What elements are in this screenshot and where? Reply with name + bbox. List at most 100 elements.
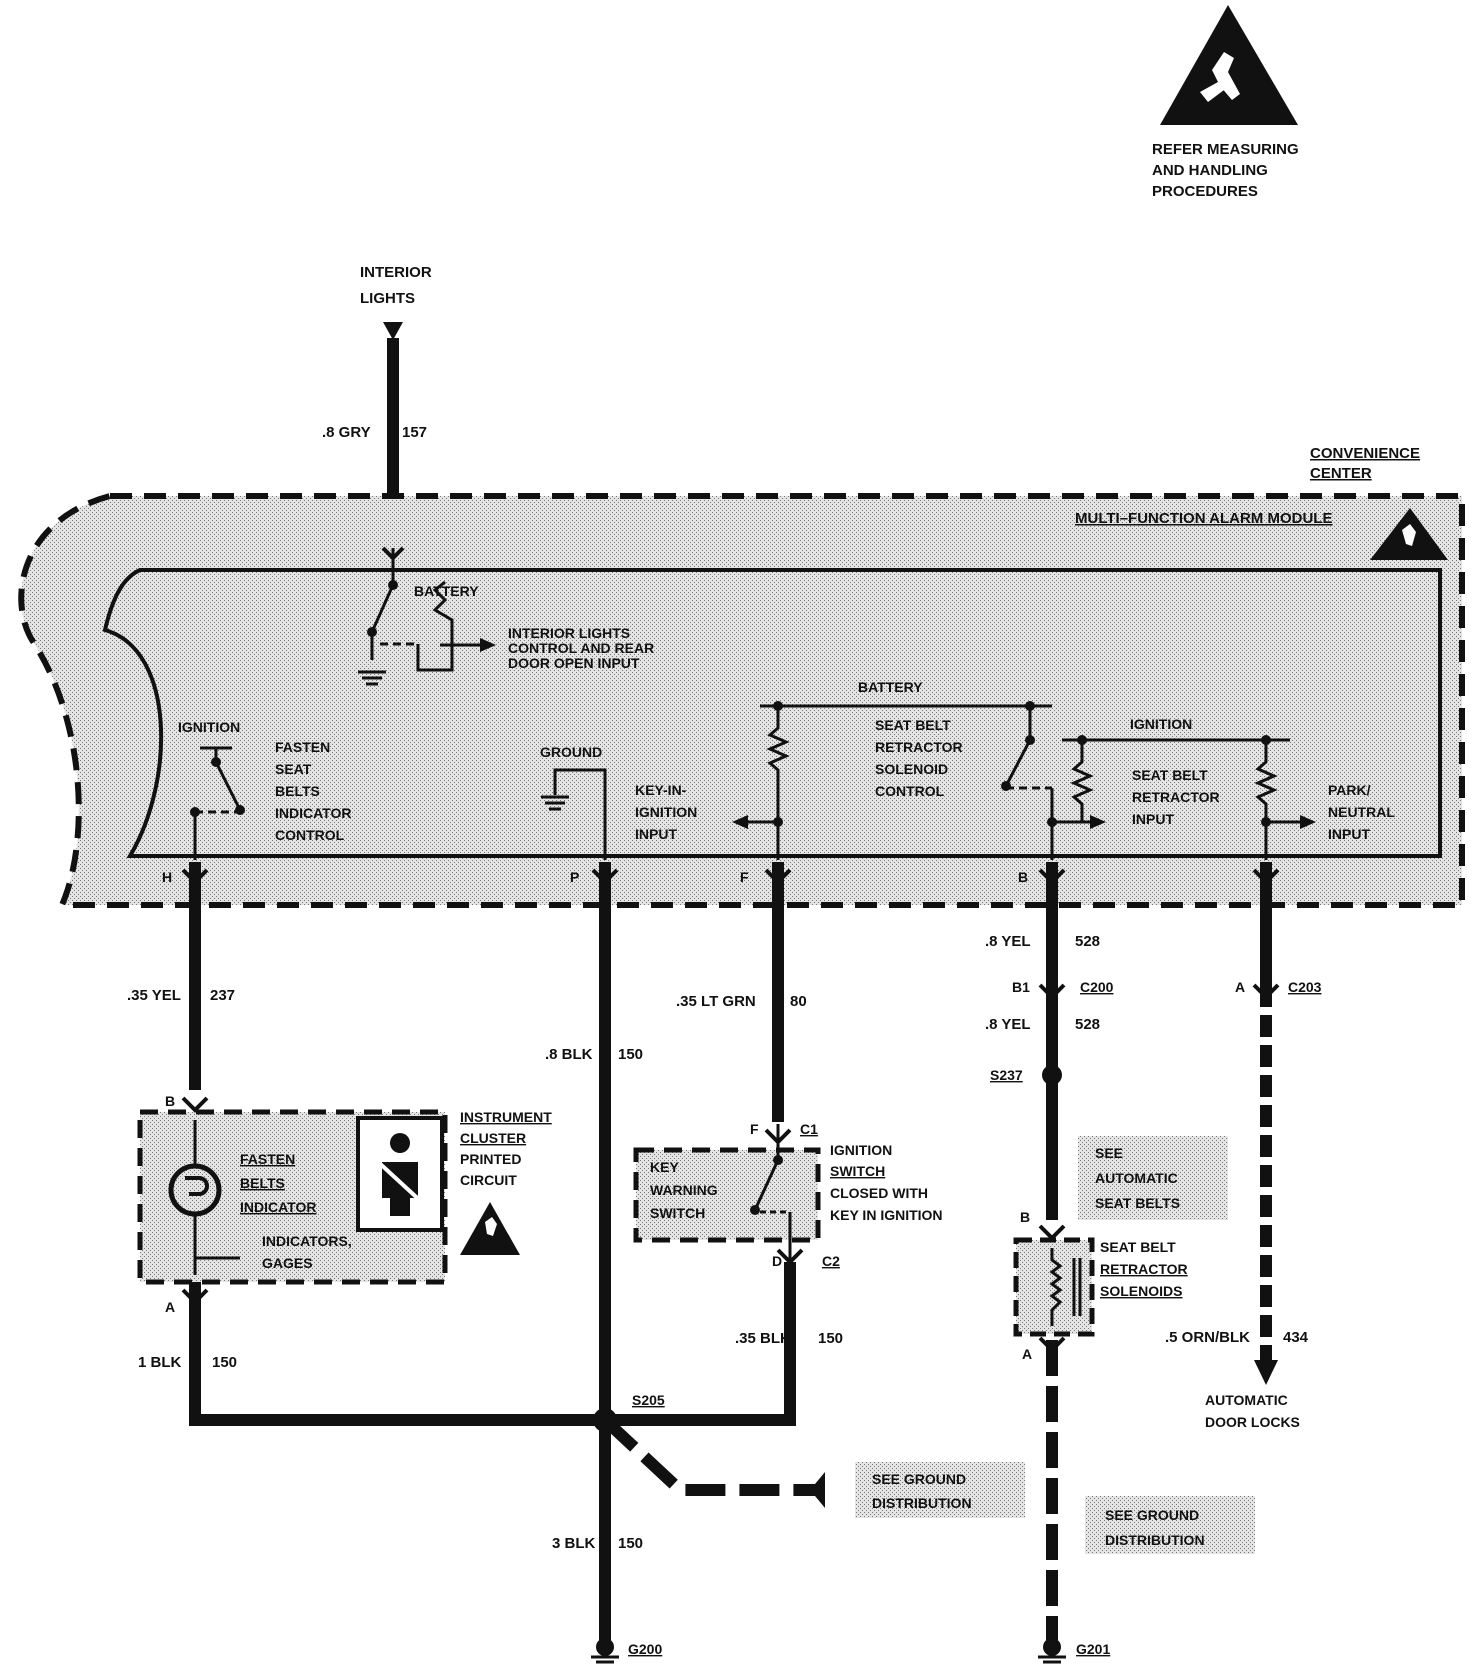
- key-in-ground: [541, 768, 607, 860]
- ignition-switch-desc-3: CLOSED WITH: [830, 1185, 928, 1201]
- fasten-control-switch: [193, 746, 242, 860]
- wire-150-main-label: 3 BLK: [552, 1535, 596, 1552]
- fasten-label-2: SEAT: [275, 761, 312, 777]
- wire-237-label: .35 YEL: [127, 987, 181, 1004]
- key-switch-label-3: SWITCH: [650, 1205, 705, 1221]
- keyin-label-1: KEY-IN-: [635, 782, 687, 798]
- door-locks-label-1: AUTOMATIC: [1205, 1392, 1288, 1408]
- retractor-in-label-3: INPUT: [1132, 811, 1174, 827]
- convenience-center-label-1: CONVENIENCE: [1310, 445, 1420, 462]
- auto-belts-line-3: SEAT BELTS: [1095, 1195, 1180, 1211]
- c2-name: C2: [822, 1253, 840, 1269]
- fasten-label-4: INDICATOR: [275, 805, 351, 821]
- wire-150-d-circuit: 150: [818, 1330, 843, 1347]
- wire-p-label: .8 BLK: [545, 1046, 593, 1063]
- indicator-label-3: INDICATOR: [240, 1199, 316, 1215]
- wire-150-left: [189, 1282, 605, 1426]
- interior-out-label-1: INTERIOR LIGHTS: [508, 625, 630, 641]
- wire-150-left-circuit: 150: [212, 1354, 237, 1371]
- c2-pin: D: [772, 1253, 782, 1269]
- c200-pin: B1: [1012, 979, 1030, 995]
- fasten-label-3: BELTS: [275, 783, 320, 799]
- warning-note-line-2: AND HANDLING: [1152, 162, 1268, 179]
- module-name: MULTI–FUNCTION ALARM MODULE: [1075, 510, 1332, 527]
- keyin-label-2: IGNITION: [635, 804, 697, 820]
- retractor-ctrl-label-4: CONTROL: [875, 783, 945, 799]
- interior-out-label-3: DOOR OPEN INPUT: [508, 655, 640, 671]
- solenoid-title-1: SEAT BELT: [1100, 1239, 1176, 1255]
- auto-belts-line-2: AUTOMATIC: [1095, 1170, 1178, 1186]
- interior-out-label-2: CONTROL AND REAR: [508, 640, 654, 656]
- retractor-ctrl-label-1: SEAT BELT: [875, 717, 951, 733]
- s205-label: S205: [632, 1392, 665, 1408]
- wire-150-left-label: 1 BLK: [138, 1354, 182, 1371]
- solenoid-title-3: SOLENOIDS: [1100, 1283, 1182, 1299]
- gauges-label-2: GAGES: [262, 1255, 313, 1271]
- convenience-center-enclosure: [18, 493, 1465, 908]
- solenoid-coil-icon: [1049, 1248, 1082, 1326]
- park-label-3: INPUT: [1328, 826, 1370, 842]
- wire-528-label-top: .8 YEL: [985, 933, 1031, 950]
- gauges-label-1: INDICATORS,: [262, 1233, 352, 1249]
- interior-lights-switch: [370, 548, 482, 672]
- wire-157-circuit: 157: [402, 424, 427, 441]
- ignition-switch-desc-2: SWITCH: [830, 1163, 885, 1179]
- pin-p: P: [570, 869, 579, 885]
- interior-lights-label-2: LIGHTS: [360, 290, 415, 307]
- retractor-in-arrow-icon: [1090, 815, 1106, 829]
- see-ground-2-line-2: DISTRIBUTION: [1105, 1532, 1205, 1548]
- park-arrow-icon: [1300, 815, 1316, 829]
- fasten-label-5: CONTROL: [275, 827, 345, 843]
- wire-80-label: .35 LT GRN: [676, 993, 756, 1010]
- see-ground-2-line-1: SEE GROUND: [1105, 1507, 1199, 1523]
- c200-name: C200: [1080, 979, 1114, 995]
- module-esd-icon: [1370, 508, 1448, 560]
- wire-237-circuit: 237: [210, 987, 235, 1004]
- c203-pin: A: [1235, 979, 1245, 995]
- wire-528-label-mid: .8 YEL: [985, 1016, 1031, 1033]
- see-ground-1-line-1: SEE GROUND: [872, 1471, 966, 1487]
- c203-name: C203: [1288, 979, 1322, 995]
- auto-belts-line-1: SEE: [1095, 1145, 1123, 1161]
- s237-label: S237: [990, 1067, 1023, 1083]
- indicator-label-1: FASTEN: [240, 1151, 295, 1167]
- c1-name: C1: [800, 1121, 818, 1137]
- pin-h: H: [162, 869, 172, 885]
- indicator-bulb-icon: [168, 1163, 222, 1217]
- wire-157-label: .8 GRY: [322, 424, 371, 441]
- connector-marks: [181, 546, 1280, 1353]
- splice-s237: [1042, 1065, 1062, 1085]
- cluster-pin-a: A: [165, 1299, 175, 1315]
- see-ground-2-box: [1085, 1496, 1255, 1554]
- ground-label: GROUND: [540, 744, 602, 760]
- cluster-internal: [193, 1120, 240, 1275]
- ground-branch-arrow-icon: [810, 1472, 825, 1508]
- key-switch-label-2: WARNING: [650, 1182, 718, 1198]
- g200-label: G200: [628, 1641, 662, 1657]
- esd-warning-icon: [1160, 5, 1298, 125]
- pin-b: B: [1018, 869, 1028, 885]
- wire-434-circuit: 434: [1283, 1329, 1309, 1346]
- fasten-label-1: FASTEN: [275, 739, 330, 755]
- key-warning-switch-box: [633, 1147, 821, 1243]
- door-lock-arrow-icon: [1254, 1360, 1278, 1385]
- door-locks-label-2: DOOR LOCKS: [1205, 1414, 1300, 1430]
- see-ground-1-line-2: DISTRIBUTION: [872, 1495, 972, 1511]
- ignition-inputs-circuit: [1062, 738, 1302, 860]
- ignition-label-2: IGNITION: [1130, 716, 1192, 732]
- warning-note-line-1: REFER MEASURING: [1152, 141, 1299, 158]
- seat-belt-icon: [356, 1116, 444, 1232]
- indicator-label-2: BELTS: [240, 1175, 285, 1191]
- ground-g200-icon: [591, 1638, 619, 1664]
- retractor-in-label-1: SEAT BELT: [1132, 767, 1208, 783]
- park-label-1: PARK/: [1328, 782, 1371, 798]
- ignition-label-1: IGNITION: [178, 719, 240, 735]
- wire-434-label: .5 ORN/BLK: [1165, 1329, 1250, 1346]
- wire-528-circuit-top: 528: [1075, 933, 1100, 950]
- warning-note-line-3: PROCEDURES: [1152, 183, 1258, 200]
- pin-f: F: [740, 869, 749, 885]
- wire-p-circuit: 150: [618, 1046, 643, 1063]
- auto-belts-box: [1078, 1136, 1228, 1220]
- retractor-in-label-2: RETRACTOR: [1132, 789, 1220, 805]
